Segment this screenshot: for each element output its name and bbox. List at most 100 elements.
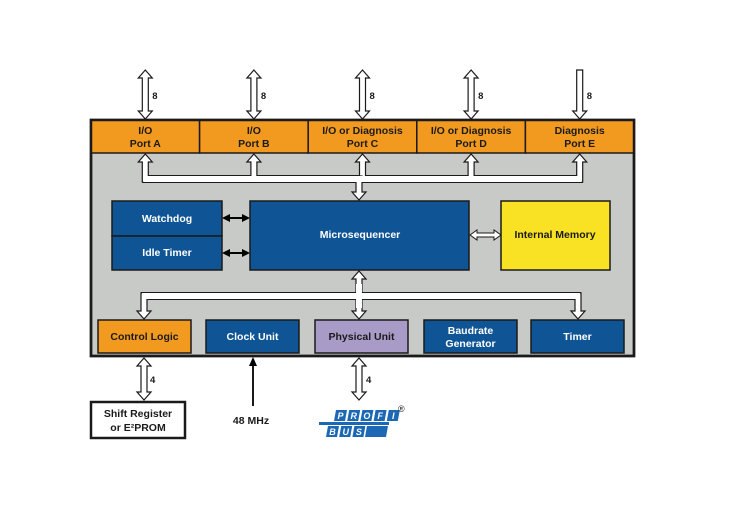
physical-unit-external-arrow [350,357,368,401]
port-label-line2: Port E [564,138,595,150]
profibus-letter: U [342,427,349,437]
chip-outline [89,118,636,358]
port-arrow-a [136,69,154,120]
watchdog-block: Watchdog [111,200,223,237]
profibus-letter: R [350,411,357,421]
control-bus-width-label: 4 [150,375,156,386]
internal-memory-block: Internal Memory [500,200,611,271]
port-bus-width-label: 8 [152,91,157,102]
port-label-line2: Port D [455,138,487,150]
shift-register-label-line1: Shift Register [104,408,172,420]
bottom-bus [135,270,587,320]
baudrate-generator-label-line1: Baudrate [448,325,494,337]
microsequencer-label: Microsequencer [320,229,401,241]
port-label-line1: I/O [138,125,152,137]
profibus-tile [360,410,374,421]
physical-bus-width-label: 4 [366,375,372,386]
idle-timer-block: Idle Timer [111,235,223,271]
port-box [90,119,201,154]
port-label-line1: I/O or Diagnosis [322,125,403,137]
profibus-letter: I [392,411,395,421]
profibus-letter-tile: O [360,410,374,421]
port-box [416,119,527,154]
shift-register-label-line2: or E²PROM [110,422,166,434]
profibus-tile [386,410,400,421]
profibus-letter: P [337,411,344,421]
internal-memory-label: Internal Memory [514,229,595,241]
idle-timer-link-arrow [222,249,250,257]
bottom-bus-junction [356,284,362,308]
profibus-letter: S [356,427,362,437]
profibus-letter-tile: P [334,410,347,421]
registered-mark: ® [398,404,405,414]
bottom-bus-branch-arrow [135,292,153,320]
profibus-tile [339,426,353,437]
external-connections: 8 8 8 8 8 4 4 [135,69,592,401]
top-bus-fill [143,176,582,182]
port-label-line2: Port A [130,138,162,150]
profibus-letter-tile: B [326,426,339,437]
control-logic-block: Control Logic [97,319,192,354]
clock-input-arrow [249,357,257,406]
profibus-tile [373,410,387,421]
port-bus-width-label: 8 [370,91,375,102]
control-logic-box [97,319,192,354]
port-box [198,119,309,154]
profibus-letter: O [363,411,370,421]
port-bus-width-label: 8 [478,91,483,102]
clock-unit-box [205,319,300,354]
port-arrow-e [571,69,589,120]
timer-block: Timer [530,319,625,354]
profibus-letter-tile: F [373,410,387,421]
microsequencer-block: Microsequencer [249,200,470,271]
port-bus-width-label: 8 [261,91,266,102]
baudrate-generator-label-line2: Generator [445,338,495,350]
profibus-letter-tile: I [386,410,400,421]
top-bus [136,153,589,201]
shift-register-box: Shift Register or E²PROM [89,400,187,440]
port-label-line2: Port C [347,138,379,150]
profibus-letter: B [329,427,336,437]
port-arrow-d [462,69,480,120]
profibus-tile [352,426,366,437]
physical-unit-box [314,319,409,354]
profibus-connector [319,422,389,425]
port-label-line1: I/O or Diagnosis [431,125,512,137]
unit-row: Control Logic Clock Unit Physical Unit Baud… [97,319,625,354]
physical-unit-label: Physical Unit [329,331,395,343]
watchdog-label: Watchdog [142,213,192,225]
timer-label: Timer [563,331,591,343]
clock-frequency-label: 48 MHz [233,415,269,427]
port-bus-width-label: 8 [587,91,592,102]
profibus-tail-tile [365,426,388,437]
baudrate-generator-box [423,319,518,354]
control-logic-external-arrow [135,357,153,401]
clock-unit-label: Clock Unit [227,331,279,343]
profibus-letter-tile: U [339,426,353,437]
port-label-line2: Port B [238,138,270,150]
port-arrow-b [245,69,263,120]
profibus-tile [347,410,361,421]
port-label-line1: Diagnosis [555,125,605,137]
timer-box [530,319,625,354]
profibus-tile [334,410,347,421]
control-logic-label: Control Logic [110,331,178,343]
profibus-letter-tile: R [347,410,361,421]
port-arrow-c [354,69,371,120]
profibus-letter: F [377,411,383,421]
watchdog-link-arrow [222,214,250,222]
port-label-line1: I/O [247,125,261,137]
profibus-tile [326,426,339,437]
physical-unit-block: Physical Unit [314,319,409,354]
clock-unit-block: Clock Unit [205,319,300,354]
profibus-letter-tile: S [352,426,366,437]
